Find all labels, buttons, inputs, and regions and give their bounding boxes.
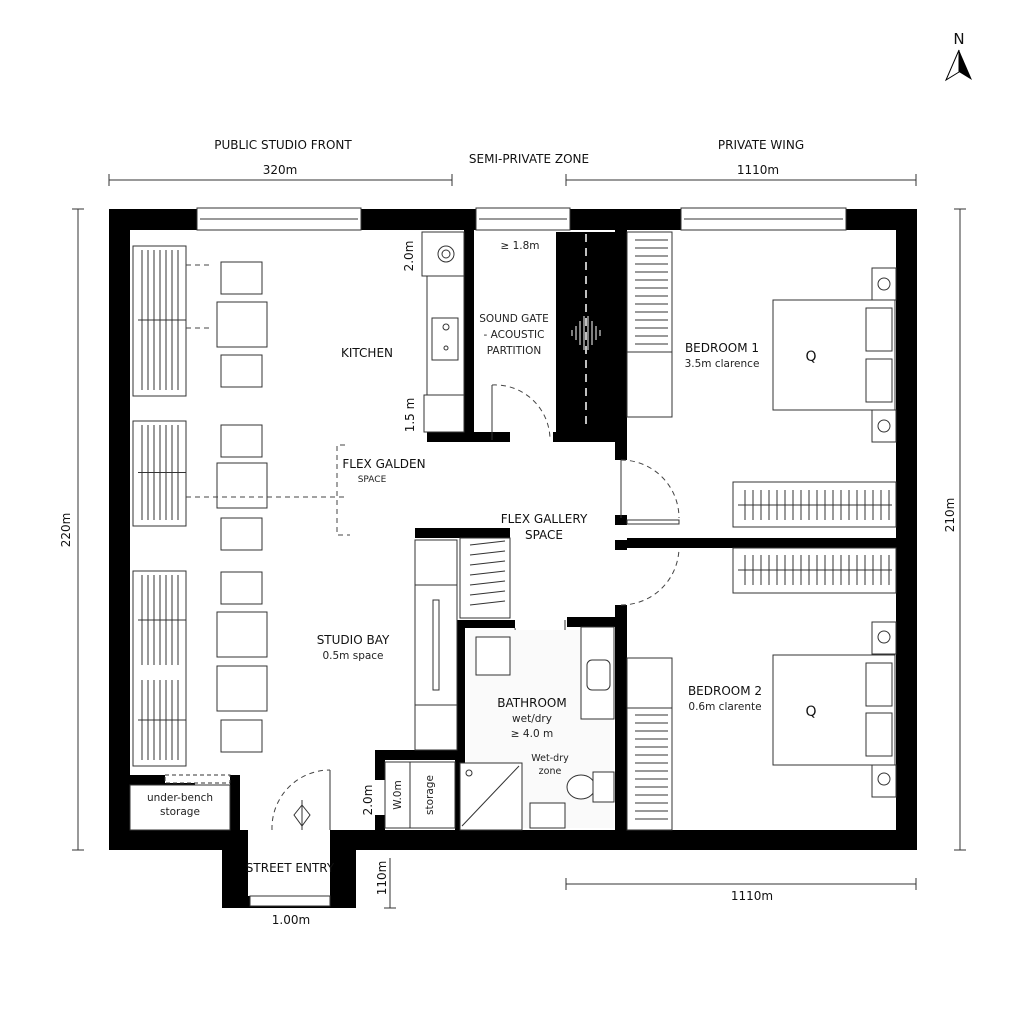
dim-entry-width: 1.00m bbox=[272, 913, 310, 927]
dim-kitchen-bottom: 1.5 m bbox=[403, 398, 417, 433]
dim-right: 210m bbox=[943, 498, 957, 533]
bathroom-sub4: zone bbox=[539, 766, 562, 777]
entry-marker-icon bbox=[293, 800, 311, 830]
bathroom-sub1: wet/dry bbox=[512, 713, 552, 725]
dimension-lines bbox=[72, 174, 966, 909]
sound-wave-icon bbox=[571, 316, 601, 350]
slat bbox=[469, 550, 506, 556]
bed2-size: Q bbox=[805, 704, 816, 720]
zone-public-label: PUBLIC STUDIO FRONT bbox=[214, 138, 352, 152]
flex-gallery-label: FLEX GALLERY bbox=[501, 512, 588, 526]
dim-closet-height: 2.0m bbox=[361, 785, 375, 816]
bedroom1-sub: 3.5m clarence bbox=[685, 358, 760, 370]
slat bbox=[469, 560, 506, 566]
kitchen-counter bbox=[421, 231, 465, 433]
north-arrow-icon: N bbox=[944, 30, 972, 82]
storage-label-2: storage bbox=[160, 806, 200, 818]
wardrobe-hangers bbox=[469, 239, 892, 820]
slat bbox=[469, 600, 506, 606]
slat bbox=[469, 540, 506, 546]
bedroom1-label: BEDROOM 1 bbox=[685, 341, 759, 355]
dim-bottom-right: 1110m bbox=[731, 889, 773, 903]
flex-garden-label: FLEX GALDEN bbox=[342, 457, 425, 471]
flex-garden-sub: SPACE bbox=[358, 475, 387, 485]
sound-gate-label-2: - ACOUSTIC bbox=[484, 329, 545, 341]
flex-shelving bbox=[414, 537, 511, 751]
bathroom-label: BATHROOM bbox=[497, 696, 566, 710]
bench-slats bbox=[138, 250, 186, 760]
bed1-size: Q bbox=[805, 349, 816, 365]
sink-icon bbox=[431, 317, 459, 361]
acoustic-partition bbox=[556, 232, 616, 432]
toilet-icon bbox=[566, 774, 596, 800]
interior-walls bbox=[130, 230, 896, 830]
bedroom1-furniture bbox=[626, 231, 897, 528]
bathroom-fixtures bbox=[459, 626, 615, 831]
bathroom-sub3: Wet-dry bbox=[531, 753, 569, 764]
zone-private-label: PRIVATE WING bbox=[718, 138, 804, 152]
dim-left: 220m bbox=[59, 513, 73, 548]
dim-entry-depth: 110m bbox=[375, 861, 389, 896]
sound-gate-label-3: PARTITION bbox=[487, 345, 542, 357]
north-label: N bbox=[953, 30, 964, 48]
closet bbox=[384, 761, 456, 829]
storage-label-1: under-bench bbox=[147, 792, 213, 804]
sound-gate-label-1: SOUND GATE bbox=[479, 313, 548, 325]
dim-kitchen-top: 2.0m bbox=[402, 241, 416, 272]
closet-label: storage bbox=[424, 775, 436, 815]
dim-top-right: 1110m bbox=[737, 163, 779, 177]
sound-gate-clearance: ≥ 1.8m bbox=[500, 240, 539, 252]
flex-gallery-sub: SPACE bbox=[525, 528, 563, 542]
slat bbox=[469, 580, 506, 586]
windows bbox=[196, 207, 847, 231]
kitchen-label: KITCHEN bbox=[341, 346, 393, 360]
dim-top-left: 320m bbox=[263, 163, 298, 177]
bedroom2-label: BEDROOM 2 bbox=[688, 684, 762, 698]
bedroom2-sub: 0.6m clarente bbox=[688, 701, 761, 713]
closet-width-label: W.0m bbox=[392, 780, 404, 809]
bedroom2-furniture bbox=[626, 547, 897, 831]
studio-bay-label: STUDIO BAY bbox=[317, 633, 390, 647]
stove-icon bbox=[437, 245, 455, 263]
slat bbox=[469, 570, 506, 576]
studio-furniture bbox=[132, 245, 350, 767]
bathroom-sub2: ≥ 4.0 m bbox=[511, 728, 553, 740]
zone-semi-private-label: SEMI-PRIVATE ZONE bbox=[469, 152, 589, 166]
slat bbox=[469, 590, 506, 596]
studio-bay-sub: 0.5m space bbox=[322, 650, 383, 662]
street-entry-label: STREET ENTRY bbox=[246, 861, 335, 875]
under-bench-storage bbox=[129, 784, 231, 831]
